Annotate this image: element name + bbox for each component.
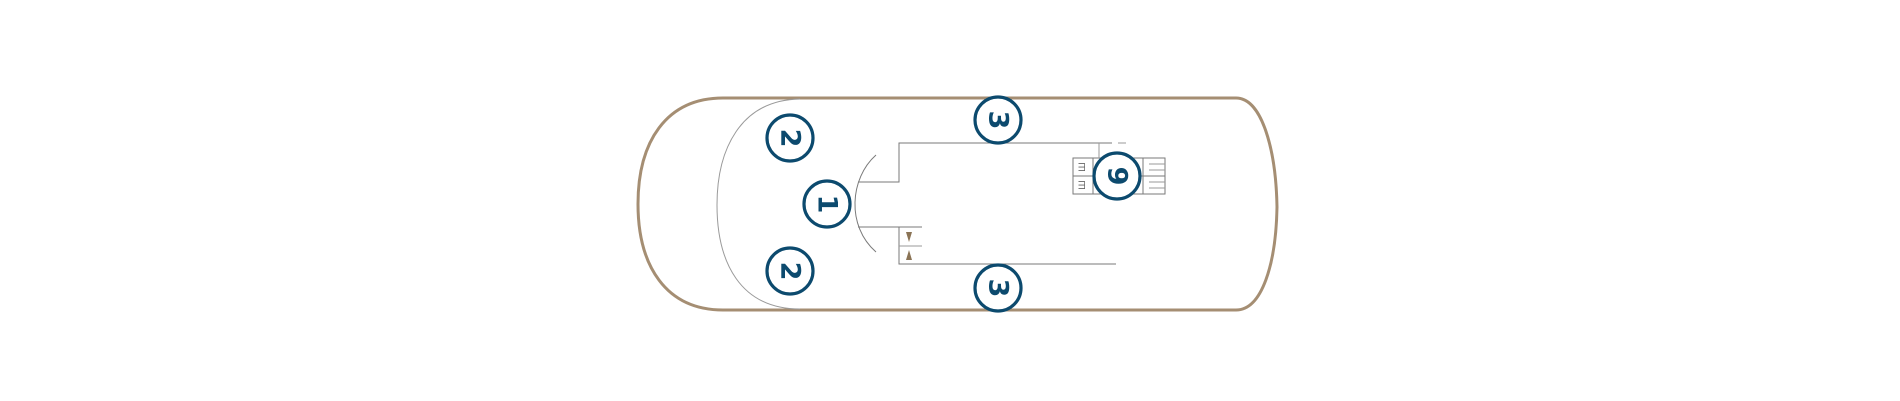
bow-inner-line [716, 98, 801, 310]
stair-label-lower: Ш [1078, 180, 1088, 190]
marker-2-upper-label: 2 [775, 129, 806, 148]
hull-outline [636, 96, 1279, 312]
marker-2-lower-label: 2 [775, 262, 806, 281]
stair-label-upper: Ш [1078, 162, 1088, 172]
marker-1-label: 1 [812, 195, 843, 214]
marker-3-bottom-label: 3 [983, 279, 1014, 298]
marker-3-top[interactable]: 3 [973, 95, 1023, 145]
marker-2-upper[interactable]: 2 [765, 113, 815, 163]
arrow-up-icon [906, 250, 912, 260]
marker-3-top-label: 3 [983, 111, 1014, 130]
marker-9-label: 9 [1102, 167, 1133, 186]
corridor-lower [898, 227, 1116, 265]
marker-2-lower[interactable]: 2 [765, 246, 815, 296]
marker-3-bottom[interactable]: 3 [973, 263, 1023, 313]
arrow-down-icon [906, 232, 912, 242]
marker-9[interactable]: 9 [1092, 151, 1142, 201]
marker-1[interactable]: 1 [802, 179, 852, 229]
lounge-arc [854, 154, 877, 253]
